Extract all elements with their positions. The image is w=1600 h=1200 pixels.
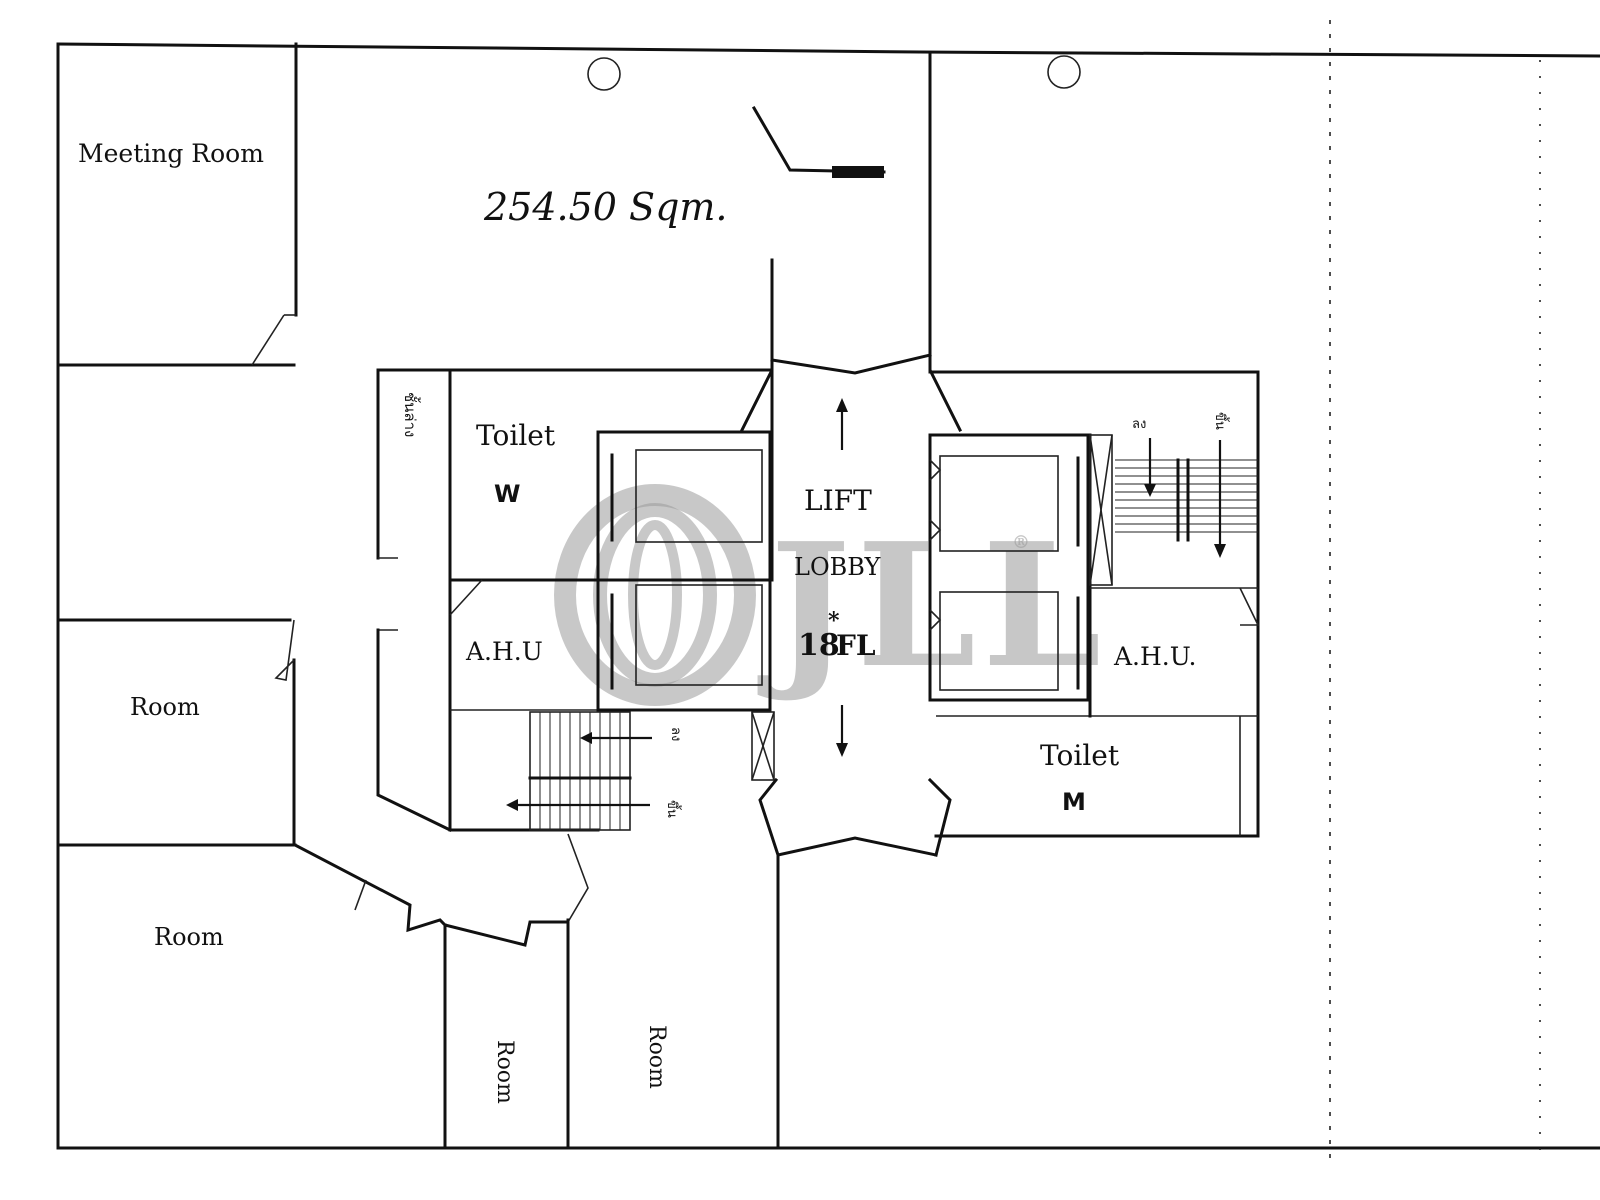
lift-lobby-line2: LOBBY	[794, 553, 881, 581]
watermark-ring-mid	[593, 503, 717, 687]
stair-left-up-note: ขึ้น	[664, 800, 682, 818]
floor-star: *	[828, 608, 840, 634]
meeting-room: Meeting Room	[56, 42, 298, 367]
floor-suffix: FL	[836, 629, 876, 662]
toilet-w-tag: W	[494, 480, 520, 508]
room-left-mid-label: Room	[130, 693, 200, 721]
area-label: 254.50 Sqm.	[483, 185, 728, 229]
jll-watermark: JLL ®	[554, 484, 1108, 706]
shaft-note: ชั้นล่าง	[401, 392, 421, 437]
stair-right-up-note: ขึ้น	[1212, 412, 1230, 430]
floor-number: 18	[798, 628, 840, 663]
toilet-w-label: Toilet	[476, 419, 556, 452]
toilet-m-tag: M	[1062, 788, 1086, 816]
central-core: ชั้นล่าง Toilet W A.H.U	[376, 53, 1260, 857]
watermark-ring-outer	[554, 484, 756, 706]
open-area: 254.50 Sqm.	[483, 55, 1081, 229]
lift-lobby-line1: LIFT	[804, 484, 872, 517]
stair-right-down-note: ลง	[1132, 417, 1146, 432]
corridor-walls	[292, 833, 589, 947]
bottom-rooms: Room Room	[443, 853, 780, 1150]
watermark-registered: ®	[1012, 532, 1030, 553]
meeting-room-label: Meeting Room	[78, 139, 264, 168]
north-arrow-icon	[751, 105, 886, 174]
room-left-bottom-label: Room	[154, 923, 224, 951]
room-bottom-small-label: Room	[492, 1040, 517, 1104]
toilet-m-label: Toilet	[1040, 739, 1120, 772]
left-rooms: Room Room	[56, 618, 297, 951]
stair-right-treads	[1115, 458, 1258, 542]
room-bottom-mid-label: Room	[644, 1025, 669, 1089]
watermark-brand: JLL	[757, 506, 1108, 706]
stair-left-treads	[528, 712, 632, 830]
ahu-left-label: A.H.U	[465, 637, 543, 666]
ahu-right-label: A.H.U.	[1113, 642, 1196, 671]
outer-walls	[56, 20, 1600, 1160]
column-right	[1047, 55, 1081, 89]
watermark-ring-inner	[628, 520, 682, 670]
stair-left-down-note: ลง	[668, 727, 683, 741]
column-left	[587, 57, 621, 91]
